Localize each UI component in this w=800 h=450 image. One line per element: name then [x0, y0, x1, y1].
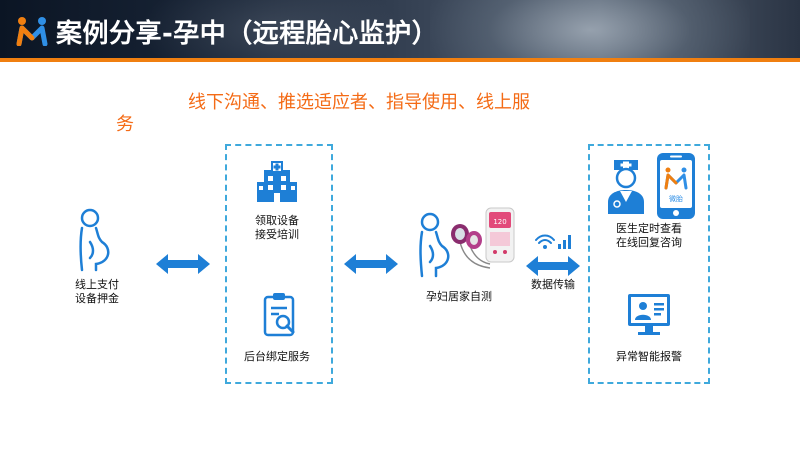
remote-service-group	[588, 144, 710, 384]
pregnant-woman-icon	[419, 212, 450, 278]
intro-text-line2: 务	[116, 114, 134, 135]
step-binding-label: 后台绑定服务	[244, 350, 310, 363]
step-alert-label: 异常智能报警	[616, 350, 682, 363]
double-arrow-icon	[344, 254, 398, 274]
smartphone-app-icon: 微胎	[657, 153, 695, 219]
double-arrow-icon	[526, 256, 580, 276]
device-screen-text: 120	[493, 218, 506, 226]
app-logo	[16, 17, 48, 46]
header-accent-line	[0, 58, 800, 62]
step-payment-label: 线上支付 设备押金	[75, 278, 119, 305]
device-setup-group	[225, 144, 333, 384]
wifi-signal-icon	[535, 234, 571, 249]
step-transfer-label: 数据传输	[531, 278, 575, 291]
intro-text-line1: 线下沟通、推选适应者、指导使用、线上服	[188, 92, 530, 113]
monitor-user-icon	[628, 294, 670, 335]
header-glow	[430, 0, 750, 62]
clipboard-search-icon	[263, 293, 295, 337]
header-glow	[140, 0, 400, 62]
hospital-icon	[257, 161, 297, 202]
header-bar: 案例分享-孕中（远程胎心监护）	[0, 0, 800, 62]
step-doctor-label: 医生定时查看 在线回复咨询	[616, 222, 682, 249]
step-self-test-label: 孕妇居家自测	[426, 290, 492, 303]
page-title: 案例分享-孕中（远程胎心监护）	[56, 19, 439, 49]
step-pickup-label: 领取设备 接受培训	[255, 214, 299, 241]
pregnant-woman-icon	[79, 208, 110, 272]
double-arrow-icon	[156, 254, 210, 274]
fetal-monitor-device: 120	[451, 207, 515, 269]
phone-app-label: 微胎	[669, 194, 683, 203]
doctor-icon	[608, 160, 644, 214]
